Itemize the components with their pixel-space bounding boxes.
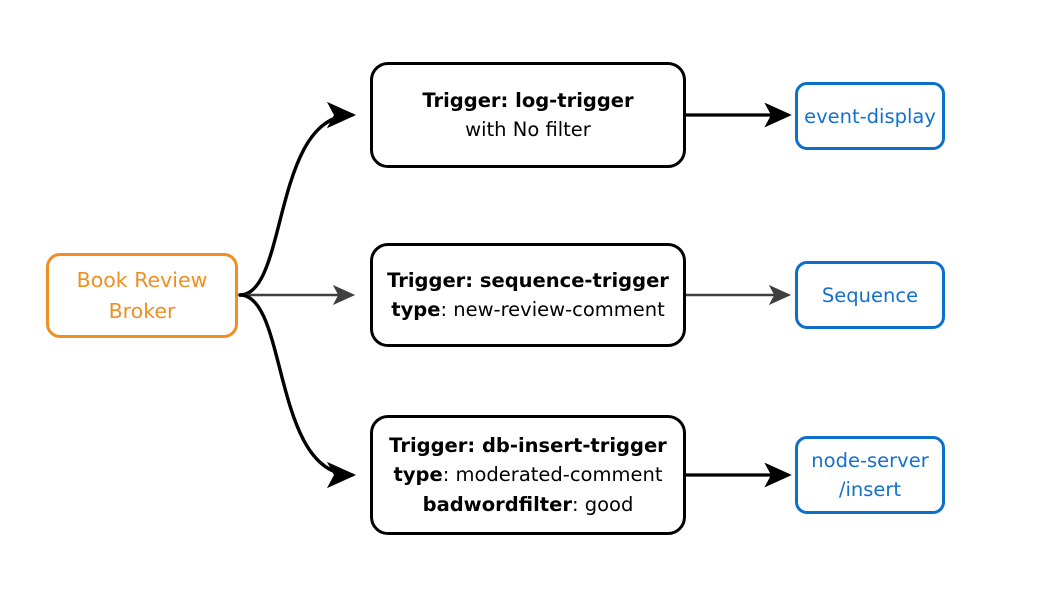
trigger-line-segment: Trigger: sequence-trigger	[387, 268, 669, 292]
node-service-sequence[interactable]: Sequence	[795, 261, 945, 329]
service-label: Sequence	[821, 283, 919, 307]
service-label-line-2: /insert	[838, 478, 902, 501]
trigger-line-segment: Trigger: log-trigger	[422, 88, 634, 112]
node-trigger-log-trigger[interactable]: Trigger: log-trigger with No filter	[370, 62, 686, 168]
trigger-line: with No filter	[465, 115, 591, 145]
trigger-line-segment: type	[391, 298, 441, 321]
service-label-line-1: node-server	[811, 449, 929, 472]
node-service-event-display[interactable]: event-display	[795, 82, 945, 150]
trigger-line-segment: with No filter	[465, 118, 591, 141]
broker-label-line-2: Broker	[108, 298, 176, 323]
edge-broker-to-log-trigger	[238, 101, 357, 297]
trigger-line: Trigger: sequence-trigger	[387, 266, 669, 296]
node-trigger-sequence-trigger[interactable]: Trigger: sequence-trigger type: new-revi…	[370, 243, 686, 347]
trigger-line-segment: : moderated-comment	[442, 463, 663, 487]
trigger-line: Trigger: db-insert-trigger	[389, 431, 667, 461]
edge-broker-to-db-insert-trigger	[238, 293, 357, 489]
node-service-node-server-insert[interactable]: node-server /insert	[795, 436, 945, 514]
service-label: event-display	[804, 104, 936, 128]
trigger-line: badwordfilter: good	[423, 490, 634, 520]
node-trigger-db-insert-trigger[interactable]: Trigger: db-insert-trigger type: moderat…	[370, 415, 686, 535]
trigger-line: type: moderated-comment	[394, 460, 663, 490]
trigger-line-segment: : new-review-comment	[440, 298, 665, 321]
trigger-line-segment: type	[393, 463, 443, 487]
node-book-review-broker[interactable]: Book Review Broker	[46, 253, 238, 338]
trigger-line: Trigger: log-trigger	[422, 86, 633, 116]
trigger-line: type: new-review-comment	[391, 295, 665, 325]
trigger-line-segment: badwordfilter	[422, 492, 572, 516]
trigger-line-segment: Trigger: db-insert-trigger	[389, 433, 667, 457]
broker-label-line-1: Book Review	[76, 267, 208, 292]
trigger-line-segment: : good	[571, 492, 634, 516]
